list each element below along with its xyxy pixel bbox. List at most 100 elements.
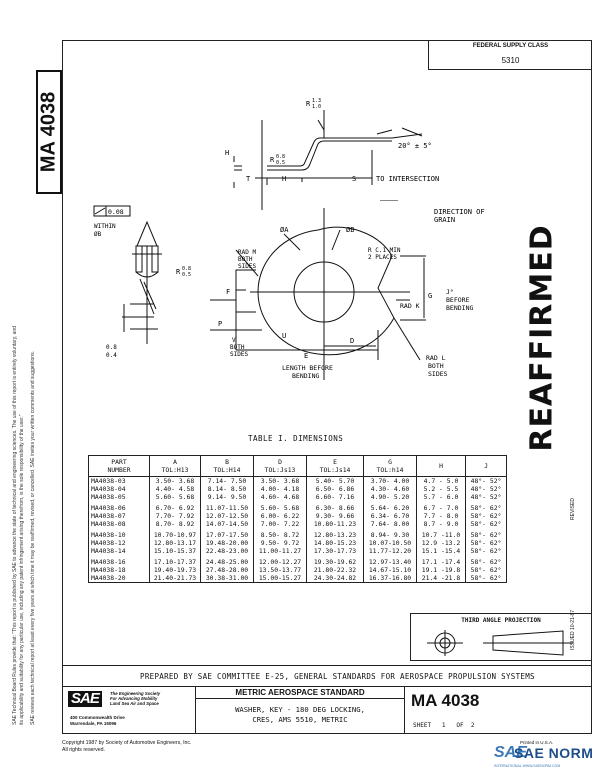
r-mid-label: R: [270, 156, 275, 164]
table-cell: 58°- 62°: [465, 504, 507, 512]
dim-04: 0.4: [106, 352, 117, 359]
table-cell: 7.14- 7.50: [200, 476, 254, 485]
table-cell: 17.1 -17.4: [416, 558, 466, 566]
rad-l-2: BOTH: [428, 362, 444, 370]
document-number-block: MA 4038 SHEET 1 OF 2: [404, 687, 592, 734]
table-header-6: H: [416, 455, 466, 477]
table-cell: 4.40- 4.58: [149, 485, 201, 493]
g-label: G: [428, 292, 432, 300]
table-cell: 8.7 - 9.0: [416, 520, 466, 528]
flat-tolerance: 0.08: [108, 208, 124, 216]
standard-title: METRIC AEROSPACE STANDARD: [196, 687, 404, 699]
part-number-cell: MA4038-12: [88, 539, 150, 547]
to-intersection-label: TO INTERSECTION: [376, 175, 439, 183]
rad-m-3: SIDES: [238, 263, 256, 270]
v-1: V: [232, 337, 236, 344]
table-cell: 58°- 62°: [465, 512, 507, 520]
sae-logo: SAE: [68, 691, 102, 707]
table-cell: 3.50- 3.68: [149, 476, 201, 485]
t-label: T: [246, 175, 251, 183]
r-mid-tol-lo: 0.5: [276, 160, 285, 166]
table-cell: 7.00- 7.22: [253, 520, 307, 528]
side-view-drawing: R 1.3 1.0 20° ± 5° H R 0.8 0.5 T H S TO …: [225, 98, 439, 210]
copyright-notice: Copyright 1987 by Society of Automotive …: [62, 740, 192, 753]
table-cell: 17.30-17.73: [306, 547, 364, 555]
table-cell: 5.7 - 6.0: [416, 493, 466, 501]
fsc-label: FEDERAL SUPPLY CLASS: [472, 43, 549, 49]
table-cell: 24.30-24.82: [306, 574, 364, 583]
table-cell: 5.2 - 5.5: [416, 485, 466, 493]
dia-a-label: ØA: [280, 226, 289, 234]
table-cell: 19.48-20.00: [200, 539, 254, 547]
page-frame: [62, 40, 592, 734]
table-cell: 48°- 52°: [465, 476, 507, 485]
table-cell: 7.7 - 8.0: [416, 512, 466, 520]
table-cell: 7.64- 8.00: [363, 520, 417, 528]
printed-in: Printed in U.S.A.: [520, 740, 554, 745]
rad-m-2: BOTH: [238, 256, 253, 263]
tab-detail-drawing: 0.08 WITHIN ØB R 0.8 0.5 0.8 0.4: [93, 205, 191, 359]
direction-of-grain-1: DIRECTION OF: [434, 208, 485, 216]
sae-norm-watermark: SAE SAE NORM INTERNATIONAL WWW.SAENORM.C…: [494, 744, 594, 768]
table-cell: 19.30-19.62: [306, 558, 364, 566]
table-cell: 58°- 62°: [465, 539, 507, 547]
left-note-2: its applicability and suitability for an…: [19, 414, 25, 725]
h-left-label: H: [225, 149, 229, 157]
table-cell: 6.70- 6.92: [149, 504, 201, 512]
part-number-cell: MA4038-04: [88, 485, 150, 493]
table-cell: 16.37-16.80: [363, 574, 417, 583]
table-cell: 4.7 - 5.0: [416, 476, 466, 485]
table-cell: 21.40-21.73: [149, 574, 201, 583]
rad-k-label: RAD K: [400, 302, 420, 310]
table-cell: 6.50- 6.86: [306, 485, 364, 493]
gap-cell: [465, 528, 507, 531]
rc1-2: 2 PLACES: [368, 254, 397, 261]
r-top-tol-lo: 1.0: [312, 104, 321, 110]
table-cell: 58°- 62°: [465, 531, 507, 539]
dia-b-label: ØB: [346, 226, 354, 234]
p-label: P: [218, 320, 222, 328]
table-cell: 5.64- 6.20: [363, 504, 417, 512]
table-cell: 5.60- 5.68: [149, 493, 201, 501]
part-number-cell: MA4038-06: [88, 504, 150, 512]
gap-cell: [465, 501, 507, 504]
direction-of-grain-2: GRAIN: [434, 216, 455, 224]
side-document-number: MA 4038: [36, 70, 62, 194]
f-label: F: [226, 288, 230, 296]
table-cell: 8.50- 8.72: [253, 531, 307, 539]
part-description: WASHER, KEY - 180 DEG LOCKING, CRES, AMS…: [235, 705, 365, 724]
projection-symbol: [427, 630, 573, 656]
table-cell: 15.1 -15.4: [416, 547, 466, 555]
table-cell: 58°- 62°: [465, 558, 507, 566]
r-left-tol-hi: 0.8: [182, 266, 191, 272]
table-cell: 12.07-12.50: [200, 512, 254, 520]
table-cell: 12.9 -13.2: [416, 539, 466, 547]
table-cell: 11.77-12.20: [363, 547, 417, 555]
table-cell: 10.07-10.50: [363, 539, 417, 547]
table-cell: 6.00- 6.22: [253, 512, 307, 520]
v-2: BOTH: [230, 344, 245, 351]
prepared-by-row: PREPARED BY SAE COMMITTEE E-25, GENERAL …: [62, 665, 592, 687]
e-bending: BENDING: [292, 372, 319, 380]
table-cell: 9.30- 9.66: [306, 512, 364, 520]
rad-l-3: SIDES: [428, 370, 448, 378]
table-cell: 24.48-25.00: [200, 558, 254, 566]
part-number-cell: MA4038-18: [88, 566, 150, 574]
r-left-label: R: [176, 268, 181, 276]
